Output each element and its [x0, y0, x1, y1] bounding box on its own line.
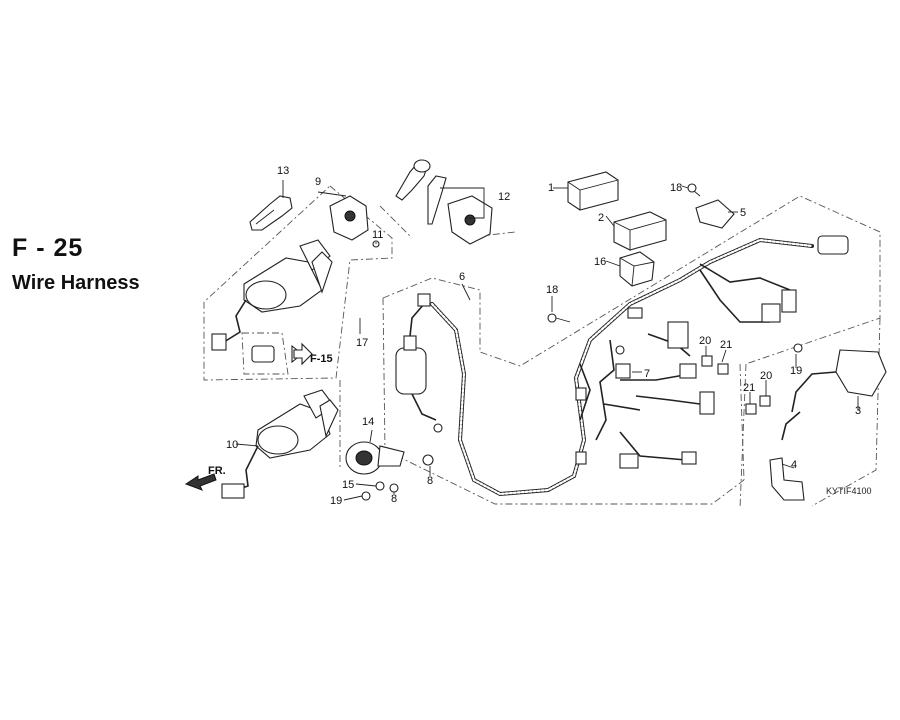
callout-10: 10	[226, 439, 238, 451]
callout-19a: 19	[330, 495, 342, 507]
reference-link[interactable]: F-15	[310, 353, 333, 365]
callout-5: 5	[740, 207, 746, 219]
callout-15: 15	[342, 479, 354, 491]
harness-connectors	[575, 235, 849, 469]
callout-leaders	[235, 180, 859, 501]
callout-12: 12	[498, 191, 510, 203]
callout-1: 1	[548, 182, 554, 194]
callout-21b: 21	[743, 382, 755, 394]
bracket-5	[687, 183, 735, 229]
clips	[701, 355, 771, 415]
callout-9: 9	[315, 176, 321, 188]
ignition-cover-9	[329, 195, 380, 248]
bolt-18	[547, 313, 571, 323]
callout-11: 11	[372, 229, 383, 241]
callout-17: 17	[356, 337, 368, 349]
callout-14: 14	[362, 416, 374, 428]
page-title: Wire Harness	[12, 272, 140, 294]
page-code: F - 25	[12, 234, 84, 262]
plug-cap-4	[769, 457, 805, 501]
callout-20a: 20	[699, 335, 711, 347]
relay-16	[619, 251, 655, 287]
callout-20b: 20	[760, 370, 772, 382]
horn-14	[345, 441, 434, 501]
key-set-12	[395, 159, 493, 245]
relay-cover-1	[567, 171, 619, 211]
callout-3: 3	[855, 405, 861, 417]
front-label: FR.	[208, 465, 226, 477]
ignition-switch-upper	[211, 239, 333, 351]
callout-21a: 21	[720, 339, 732, 351]
front-arrow-icon	[184, 473, 217, 491]
component-6	[395, 293, 443, 433]
callout-6: 6	[459, 271, 465, 283]
ignition-coil-3	[781, 343, 887, 441]
control-unit-2	[613, 211, 667, 251]
callout-13: 13	[277, 165, 289, 177]
callout-2: 2	[598, 212, 604, 224]
callout-18a: 18	[670, 182, 682, 194]
ignition-switch-10	[221, 389, 339, 499]
callout-19b: 19	[790, 365, 802, 377]
callout-18b: 18	[546, 284, 558, 296]
key-13	[249, 195, 293, 231]
callout-16: 16	[594, 256, 606, 268]
callout-8a: 8	[391, 493, 397, 505]
callout-8b: 8	[427, 475, 433, 487]
reference-arrow-icon	[293, 342, 313, 366]
callout-labels: 1 2 3 4 5 6 7 8 8 9 10 11 12 13 14 15 16…	[226, 165, 861, 507]
callout-7: 7	[644, 368, 650, 380]
reference-code: KYTIF4100	[826, 486, 872, 496]
callout-4: 4	[791, 459, 797, 471]
